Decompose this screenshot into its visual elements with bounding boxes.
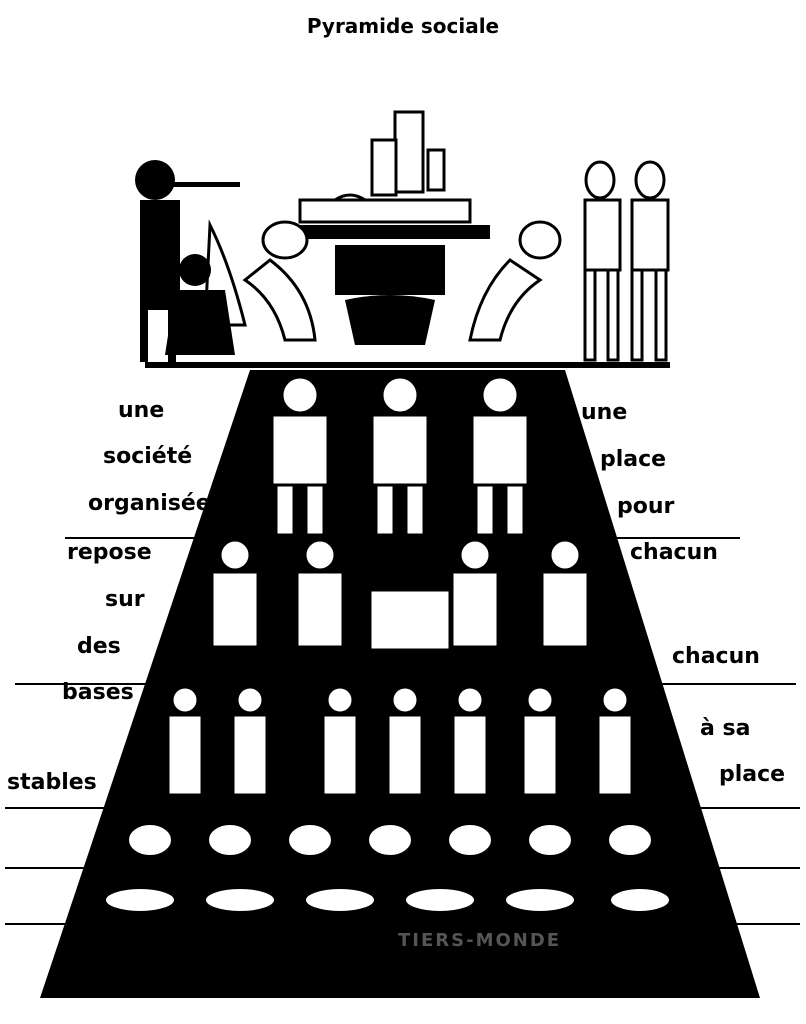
elite-figures: [242, 220, 562, 342]
left-text-stables: stables: [7, 770, 97, 795]
right-text-place: place: [600, 447, 667, 472]
right-text-chacun-2: chacun: [672, 644, 760, 669]
harp-player-figure: [165, 254, 235, 355]
right-text-place-2: place: [719, 762, 786, 787]
page-title: Pyramide sociale: [306, 14, 500, 38]
tier1-figures: [270, 375, 530, 537]
top-platform: [145, 362, 670, 368]
tier4-figures: [127, 823, 653, 857]
tier5-figures: [104, 887, 671, 913]
right-text-pour: pour: [617, 494, 675, 519]
tier3-figures: [166, 685, 634, 797]
left-text-une: une: [118, 398, 165, 423]
right-text-a-sa: à sa: [700, 716, 751, 741]
tier2-figures: [210, 538, 590, 652]
servant-figures: [583, 160, 670, 362]
right-text-une: une: [581, 400, 628, 425]
left-text-organisee: organisée: [88, 491, 211, 516]
left-text-societe: société: [103, 444, 193, 469]
base-label: TIERS-MONDE: [398, 930, 562, 951]
left-text-sur: sur: [105, 587, 145, 612]
left-text-des: des: [77, 634, 121, 659]
city-skyline-icon: [298, 110, 472, 224]
musician-figure: [135, 160, 240, 362]
left-text-bases: bases: [62, 680, 134, 705]
harp-icon: [203, 219, 247, 327]
banquet-table: [290, 225, 490, 345]
left-text-repose: repose: [67, 540, 152, 565]
right-text-chacun-1: chacun: [630, 540, 718, 565]
